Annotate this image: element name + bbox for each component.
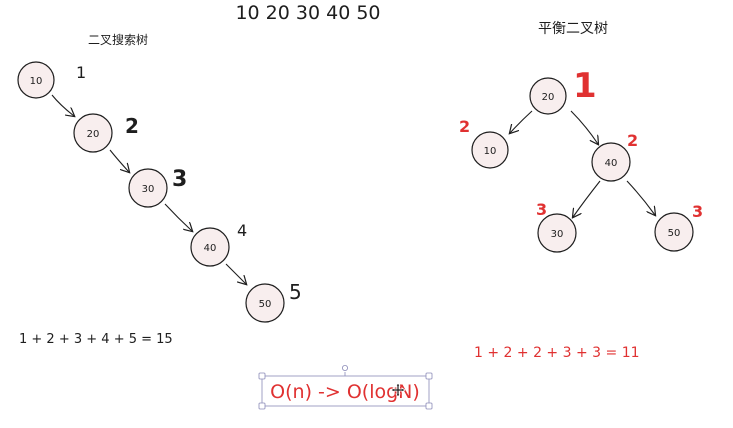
resize-handle-tl[interactable]	[258, 372, 266, 380]
bst-node-20[interactable]: 20	[73, 113, 113, 153]
node-value: 30	[551, 229, 564, 240]
bst-sum-formula: 1 + 2 + 3 + 4 + 5 = 15	[19, 332, 173, 347]
node-value: 20	[87, 129, 100, 140]
avl-node-20[interactable]: 20	[529, 77, 567, 115]
bst-depth-label-4: 4	[237, 221, 247, 240]
resize-handle-tr[interactable]	[425, 372, 433, 380]
avl-edge-40-30	[573, 180, 601, 217]
avl-node-40[interactable]: 40	[591, 142, 631, 182]
avl-node-30[interactable]: 30	[537, 213, 577, 253]
node-value: 50	[259, 299, 272, 310]
node-value: 20	[542, 92, 555, 103]
node-value: 30	[142, 184, 155, 195]
bst-edge-30-40	[164, 203, 192, 231]
resize-handle-bl[interactable]	[258, 402, 266, 410]
bst-edge-40-50	[225, 263, 246, 284]
bst-depth-label-1: 1	[76, 63, 86, 82]
bst-depth-label-5: 5	[289, 280, 302, 304]
avl-depth-label-50: 3	[692, 202, 703, 221]
avl-node-50[interactable]: 50	[654, 212, 694, 252]
avl-edge-40-50	[626, 180, 655, 215]
avl-edges	[510, 110, 655, 217]
bst-edges	[51, 94, 246, 284]
bst-title: 二叉搜索树	[88, 32, 148, 47]
resize-handle-br[interactable]	[425, 402, 433, 410]
avl-node-10[interactable]: 10	[471, 131, 509, 169]
complexity-text[interactable]: O(n) -> O(logN)	[270, 381, 420, 403]
node-value: 40	[204, 243, 217, 254]
sequence-title: 10 20 30 40 50	[235, 2, 380, 24]
avl-depth-label-root: 1	[573, 66, 597, 106]
bst-node-10[interactable]: 10	[17, 61, 55, 99]
bst-node-30[interactable]: 30	[128, 168, 168, 208]
bst-node-40[interactable]: 40	[190, 227, 230, 267]
avl-edge-20-40	[570, 110, 598, 144]
avl-edge-20-10	[510, 110, 533, 133]
bst-depth-label-3: 3	[172, 167, 187, 192]
node-value: 40	[605, 158, 618, 169]
avl-depth-label-40: 2	[627, 131, 638, 150]
move-cursor-icon	[390, 382, 406, 398]
bst-node-50[interactable]: 50	[245, 283, 285, 323]
bst-edge-10-20	[51, 94, 74, 116]
bst-edge-20-30	[109, 149, 129, 172]
rotate-handle[interactable]	[341, 364, 348, 371]
node-value: 10	[30, 76, 43, 87]
avl-title: 平衡二叉树	[538, 21, 608, 37]
complexity-selection[interactable]: O(n) -> O(logN)	[258, 364, 433, 410]
avl-depth-label-30: 3	[536, 200, 547, 219]
node-value: 50	[668, 228, 681, 239]
avl-depth-label-10: 2	[459, 117, 470, 136]
bst-depth-label-2: 2	[125, 114, 139, 138]
avl-sum-formula: 1 + 2 + 2 + 3 + 3 = 11	[474, 345, 640, 361]
node-value: 10	[484, 146, 497, 157]
selection-box	[261, 375, 430, 407]
